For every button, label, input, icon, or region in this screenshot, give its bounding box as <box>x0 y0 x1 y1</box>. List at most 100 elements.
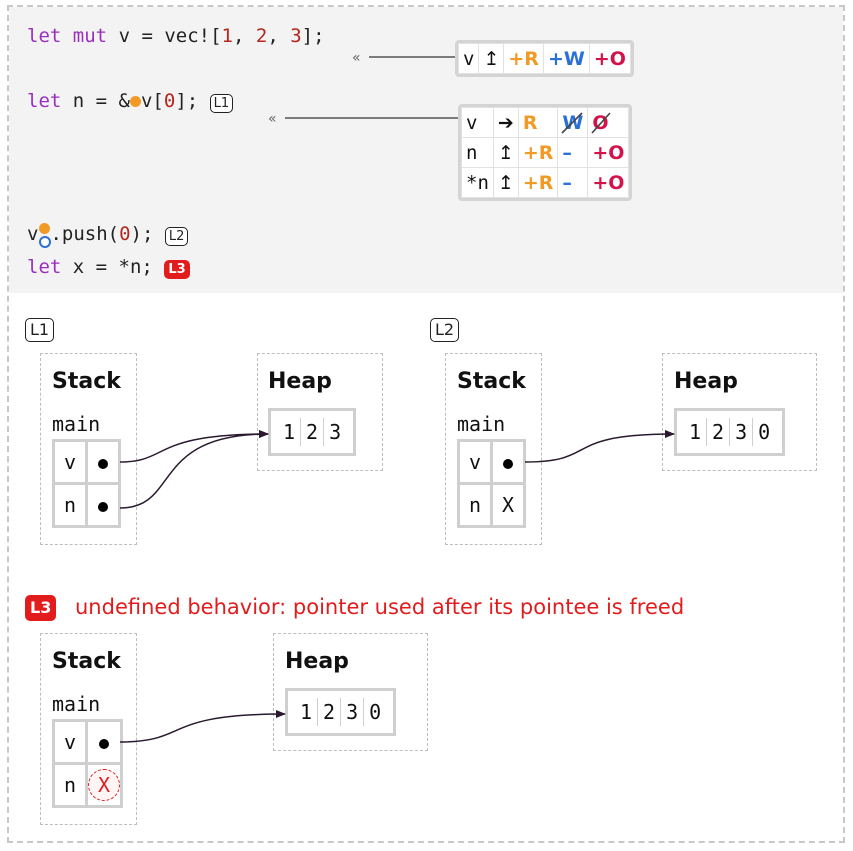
permission-table-2: v ➔ R W O n ↥ +R – +O *n ↥ +R – +O <box>458 104 633 201</box>
heap-cell: 2 <box>706 418 729 446</box>
code-text: n = & <box>72 90 130 112</box>
frame-name: main <box>52 412 101 436</box>
pointer-dot <box>503 458 513 469</box>
permission-markers <box>38 222 52 248</box>
change-arrow-icon: ➔ <box>492 107 519 138</box>
heap-cell: 0 <box>363 698 386 726</box>
gain-arrow-icon: ↥ <box>492 167 519 198</box>
svg-text:«: « <box>268 111 277 127</box>
code-to-table-connector-2: « <box>268 111 458 127</box>
var-name: v <box>457 439 493 485</box>
keyword-mut: mut <box>72 25 108 47</box>
pointer-cell <box>85 439 121 485</box>
svg-text:«: « <box>352 50 361 66</box>
strike-icon <box>591 112 611 134</box>
heap-cell: 3 <box>729 418 752 446</box>
permission-table-1: v ↥ +R +W +O <box>455 40 634 77</box>
strike-icon <box>561 112 583 134</box>
heap-cell: 2 <box>317 698 340 726</box>
gain-arrow-icon: ↥ <box>478 43 505 74</box>
var-name: n <box>52 482 88 528</box>
heap-title: Heap <box>285 649 349 674</box>
frame-name: main <box>457 412 506 436</box>
invalid-value: X <box>490 482 526 528</box>
code-line-1: let mut v = vec![1, 2, 3]; <box>27 24 325 48</box>
pointer-cell <box>85 482 121 528</box>
perm-own: +O <box>587 137 630 168</box>
keyword-let: let <box>27 90 62 112</box>
gain-arrow-icon: ↥ <box>492 137 519 168</box>
code-line-3: v .push(0); L2 <box>27 222 189 248</box>
error-message: undefined behavior: pointer used after i… <box>75 595 685 619</box>
heap-box-l1 <box>257 353 383 471</box>
perm-own: +O <box>588 43 631 74</box>
heap-title: Heap <box>268 369 332 394</box>
code-text: ]; <box>301 25 325 47</box>
code-text: , <box>232 25 256 47</box>
code-to-table-connector-1: « <box>352 50 455 66</box>
literal: 0 <box>119 223 131 245</box>
permission-row: *n ↥ +R – +O <box>461 167 630 198</box>
step-label-l2: L2 <box>164 227 189 246</box>
pointer-cell <box>490 439 526 485</box>
var-name: v <box>52 439 88 485</box>
frame-name: main <box>52 692 101 716</box>
heap-cell: 1 <box>300 700 313 724</box>
perm-var: v <box>457 43 480 74</box>
code-text: v <box>27 223 39 245</box>
perm-own: +O <box>587 167 630 198</box>
perm-own-lost: O <box>587 107 630 138</box>
perm-read: +R <box>503 43 544 74</box>
literal: 0 <box>163 90 176 112</box>
stack-row-n: n <box>52 482 121 528</box>
var-name: n <box>52 762 88 808</box>
heap-box-l2 <box>662 353 817 471</box>
pointer-arrow-l1-v <box>119 430 269 463</box>
code-text: .push( <box>50 223 120 245</box>
code-text: v[ <box>140 90 164 112</box>
keyword-let: let <box>27 256 62 278</box>
perm-var: *n <box>461 167 494 198</box>
heap-cell: 1 <box>689 420 702 444</box>
heap-box-l3 <box>273 633 428 751</box>
var-name: n <box>457 482 493 528</box>
perm-write-none: – <box>557 167 589 198</box>
panel-label-l1: L1 <box>25 318 55 342</box>
heap-cell: 3 <box>323 418 346 446</box>
pointer-dot <box>99 738 109 749</box>
code-line-4: let x = *n; L3 <box>27 255 190 279</box>
perm-read: R <box>517 107 559 138</box>
write-point-marker <box>39 235 52 248</box>
perm-write-lost: W <box>557 107 589 138</box>
heap-cell: 1 <box>283 420 296 444</box>
keyword-let: let <box>27 25 62 47</box>
step-label: L1 <box>25 318 55 342</box>
stack-row-v: v <box>457 439 526 485</box>
heap-cell: 0 <box>752 418 775 446</box>
error-value-highlight: X <box>88 769 120 801</box>
read-point-marker <box>39 222 51 234</box>
heap-cell: 3 <box>340 698 363 726</box>
step-label: L2 <box>430 318 460 342</box>
step-label-l1: L1 <box>209 94 234 113</box>
pointer-arrow-l3-v <box>119 710 286 743</box>
perm-read: +R <box>517 167 559 198</box>
invalid-value-cell: X <box>85 762 123 808</box>
heap-title: Heap <box>674 369 738 394</box>
code-text: ); <box>130 223 154 245</box>
permission-row: v ➔ R W O <box>461 107 630 138</box>
stack-title: Stack <box>457 369 526 394</box>
figure-frame <box>7 5 845 843</box>
stack-row-v: v <box>52 439 121 485</box>
code-text: ]; <box>175 90 199 112</box>
pointer-dot <box>98 458 108 469</box>
code-text: , <box>267 25 291 47</box>
literal: 3 <box>290 25 302 47</box>
